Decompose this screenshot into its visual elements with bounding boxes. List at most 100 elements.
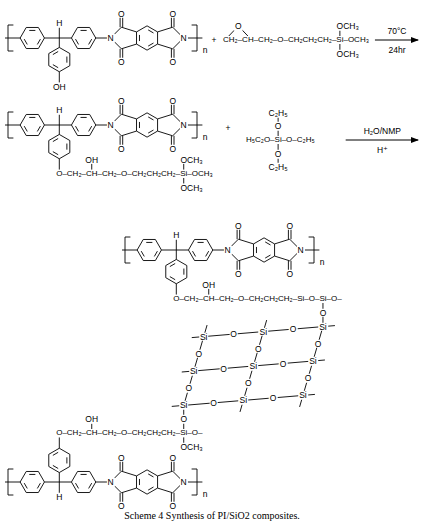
bond-line (238, 256, 253, 261)
atom-label: O (274, 122, 283, 131)
ring-double-bond (89, 126, 92, 131)
bond-line (275, 256, 290, 261)
atom-label: OCH₃ (179, 443, 203, 452)
polymer-bracket (309, 237, 314, 263)
ring-double-bond (24, 39, 27, 44)
bond-line (238, 239, 253, 244)
atom-label: Si (199, 332, 209, 341)
ring-double-bond (183, 269, 184, 275)
chain-formula: O–CH₂–CH–CH₂–O–CH₂CH₂CH₂–Si–OCH₃ (55, 170, 214, 178)
atom-label: OCH₃ (336, 50, 360, 59)
atom-label: O (168, 502, 177, 511)
atom-label: Si (179, 401, 189, 410)
ring-double-bond (53, 52, 58, 55)
bond-line (59, 26, 60, 38)
bond-line (121, 27, 136, 32)
ring-double-bond (37, 39, 40, 44)
ring-double-bond (89, 39, 92, 44)
atom-label: N (224, 246, 232, 255)
atom-label: O (314, 340, 323, 349)
reaction-arrow (375, 40, 418, 41)
atom-label: O (168, 96, 177, 105)
atom-label: Si (249, 362, 259, 371)
atom-label: N (179, 478, 187, 487)
ring-double-bond (81, 117, 87, 118)
benzene-ring (49, 448, 70, 472)
benzene-ring (137, 113, 158, 137)
ring-double-bond (198, 242, 204, 243)
bond-line (5, 38, 20, 39)
benzene-ring (166, 259, 187, 283)
atom-label: N (107, 34, 115, 43)
benzene-ring (188, 239, 212, 260)
ring-double-bond (81, 474, 87, 475)
repeat-subscript: n (202, 133, 209, 142)
ring-double-bond (141, 251, 144, 256)
bond-line (158, 44, 173, 49)
bond-line (59, 159, 60, 170)
ring-double-bond (139, 35, 140, 41)
reaction-condition: H⁺ (376, 146, 389, 155)
atom-label: OH (84, 415, 99, 424)
bond-line (121, 471, 136, 476)
bond-line (59, 38, 60, 47)
atom-label: O (168, 58, 177, 67)
atom-label: O (117, 145, 126, 154)
benzene-ring (137, 26, 158, 50)
atom-label: O (209, 399, 218, 408)
ring-double-bond (29, 474, 35, 475)
benzene-ring (49, 47, 70, 71)
atom-label: N (107, 121, 115, 130)
ring-double-bond (170, 264, 175, 267)
atom-label: N (179, 34, 187, 43)
reaction-condition: 70°C (386, 27, 407, 36)
bond-line (5, 482, 20, 483)
atom-label: O (304, 374, 313, 383)
atom-label: O (285, 270, 294, 279)
atom-label: O (168, 9, 177, 18)
benzene-ring (71, 27, 95, 48)
atom-label: H (55, 19, 63, 28)
bond-line (161, 250, 188, 251)
ring-double-bond (53, 139, 58, 142)
ring-double-bond (193, 251, 196, 256)
ring-double-bond (53, 152, 58, 155)
bond-line (176, 238, 177, 250)
atom-label: H (55, 493, 63, 502)
ring-double-bond (24, 126, 27, 131)
bond-line (59, 473, 60, 482)
ring-double-bond (148, 43, 153, 46)
repeat-subscript: n (202, 46, 209, 55)
bond-line (158, 488, 173, 493)
atom-label: O (194, 350, 203, 359)
plus-sign: + (225, 124, 232, 133)
atom-label: OH (84, 155, 99, 164)
atom-label: H (55, 106, 63, 115)
ring-double-bond (139, 479, 140, 485)
atom-label: Si (239, 396, 249, 405)
atom-label: C₂H₅ (268, 109, 289, 118)
ring-double-bond (148, 487, 153, 490)
ring-double-bond (66, 57, 67, 63)
benzene-ring (20, 27, 44, 48)
benzene-ring (20, 114, 44, 135)
ring-double-bond (66, 457, 67, 463)
bond-line (5, 125, 20, 126)
benzene-ring (20, 471, 44, 492)
atom-label: O (168, 145, 177, 154)
figure-caption: Scheme 4 Synthesis of PI/SiO2 composites… (124, 511, 300, 521)
atom-label: Si (189, 367, 199, 376)
chain-formula: H₅C₂O–Si–O–C₂H₅ (245, 136, 316, 144)
polymer-bracket (192, 469, 197, 495)
ring-double-bond (146, 242, 152, 243)
atom-label: H (172, 231, 180, 240)
ring-double-bond (76, 126, 79, 131)
atom-label: N (179, 121, 187, 130)
bond-line (59, 113, 60, 125)
ring-double-bond (89, 483, 92, 488)
ring-double-bond (265, 242, 270, 245)
bond-line (122, 250, 137, 251)
ring-double-bond (29, 117, 35, 118)
